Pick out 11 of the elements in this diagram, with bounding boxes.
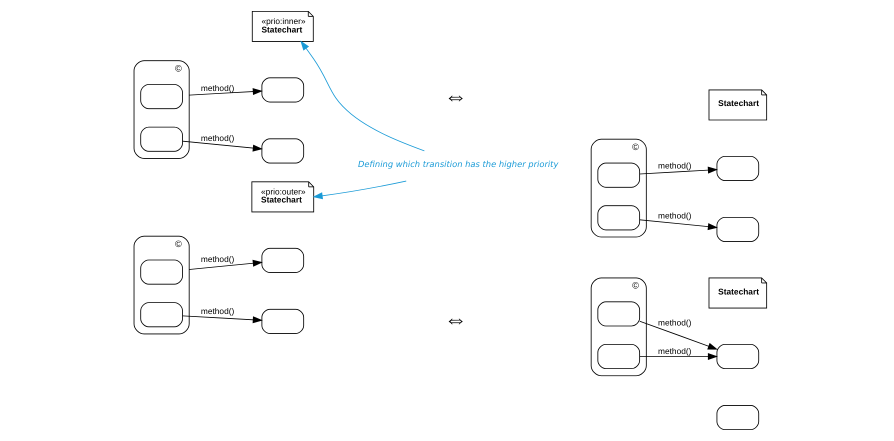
edge-label: method() (200, 254, 234, 264)
label: ⇔ (444, 83, 468, 110)
edge-label: method() (658, 346, 692, 356)
node-text: Defining which transition has the higher priority (358, 159, 558, 170)
edge-label: method() (658, 318, 692, 328)
edge-label: method() (200, 82, 234, 93)
label: ⇔ (444, 306, 468, 332)
edge-label: method() (200, 132, 234, 143)
edge-label: method() (200, 306, 234, 316)
edge-label: method() (658, 210, 692, 221)
edge-label: method() (658, 160, 692, 170)
